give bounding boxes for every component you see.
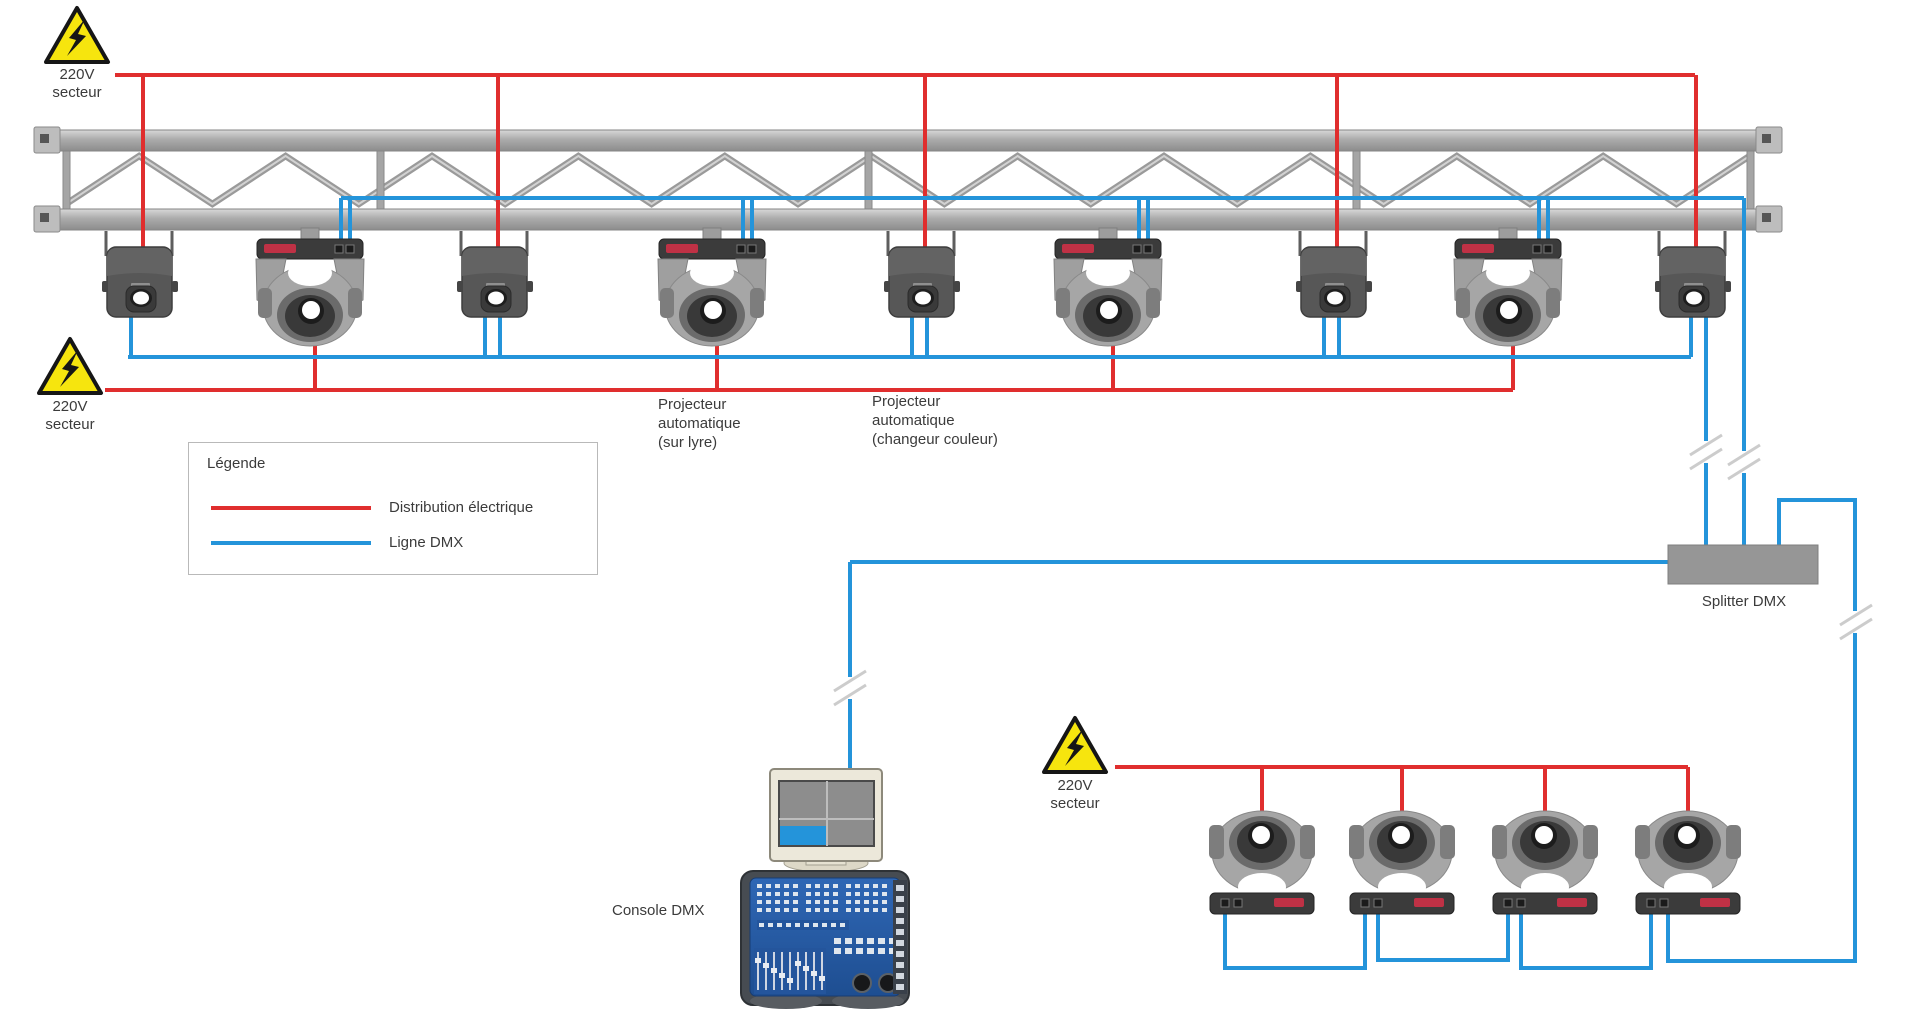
moving-head-fixture — [657, 227, 767, 347]
floor-moving-head-fixture — [1209, 810, 1315, 915]
legend-item-dmx: Ligne DMX — [389, 534, 464, 551]
warning-voltage: 220V — [1057, 777, 1093, 794]
color-changer-fixture — [457, 231, 533, 318]
moving-head-fixture — [1053, 227, 1163, 347]
warning-voltage: 220V — [59, 66, 95, 83]
warning-voltage: 220V — [52, 398, 88, 415]
dmx-wires — [128, 196, 1857, 970]
legend-item-power: Distribution électrique — [389, 499, 534, 516]
warning-triangle-icon — [1042, 716, 1108, 774]
annotation-moving-head: Projecteur automatique (sur lyre) — [658, 396, 741, 451]
power-line-swatch — [211, 506, 371, 510]
line-break-mark — [833, 669, 867, 707]
floor-moving-head-fixture — [1492, 810, 1598, 915]
color-changer-fixture — [884, 231, 960, 318]
line-break-mark — [1839, 603, 1873, 641]
warning-triangle-icon — [44, 6, 110, 64]
dmx-line-swatch — [211, 541, 371, 545]
splitter-label: Splitter DMX — [1701, 593, 1787, 610]
legend-title: Légende — [207, 455, 266, 472]
legend-box: Légende Distribution électrique Ligne DM… — [188, 442, 598, 575]
warning-mains: secteur — [45, 416, 95, 433]
annotation-color-changer: Projecteur automatique (changeur couleur… — [872, 393, 998, 448]
line-break-mark — [1689, 433, 1723, 471]
color-changer-fixture — [102, 231, 178, 318]
moving-head-fixture — [1453, 227, 1563, 347]
color-changer-fixture — [1655, 231, 1731, 318]
moving-head-fixture — [255, 227, 365, 347]
dmx-splitter — [1667, 544, 1819, 585]
floor-moving-head-fixture — [1635, 810, 1741, 915]
floor-moving-head-fixture — [1349, 810, 1455, 915]
console-label: Console DMX — [612, 902, 705, 919]
line-break-mark — [1727, 443, 1761, 481]
warning-mains: secteur — [52, 84, 102, 101]
dmx-console — [740, 768, 910, 1009]
truss — [33, 126, 1783, 233]
warning-triangle-icon — [37, 337, 103, 395]
warning-mains: secteur — [1050, 795, 1100, 812]
color-changer-fixture — [1296, 231, 1372, 318]
